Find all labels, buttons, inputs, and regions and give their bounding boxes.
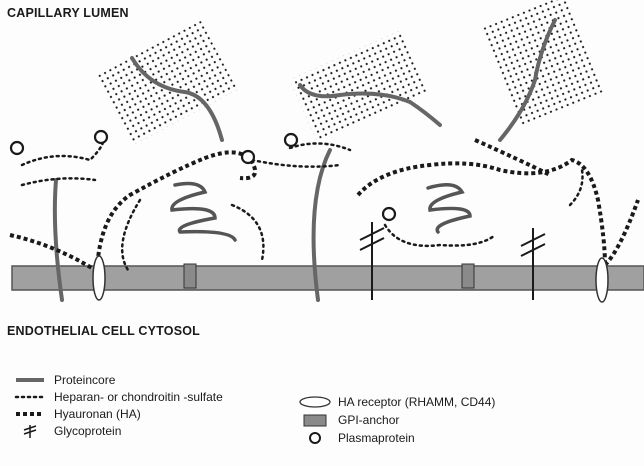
hyaluronan-4 <box>475 140 550 175</box>
plasmaprotein-3 <box>242 151 254 163</box>
hyaluronan-5 <box>605 200 638 265</box>
coil-1 <box>172 184 235 240</box>
plasmaprotein-2 <box>95 131 107 143</box>
legend-label-hyauronan: Hyauronan (HA) <box>54 407 141 421</box>
legend-item-glycoprotein: Glycoprotein <box>14 424 121 438</box>
ha-receptor-2 <box>596 258 608 302</box>
hyaluronan-1 <box>10 235 95 270</box>
legend-item-heparan: Heparan- or chondroitin -sulfate <box>14 390 223 404</box>
endothelial-cytosol-label: ENDOTHELIAL CELL CYTOSOL <box>7 324 200 338</box>
legend-label-ha-receptor: HA receptor (RHAMM, CD44) <box>338 395 495 409</box>
capillary-lumen-label: CAPILLARY LUMEN <box>7 6 129 20</box>
legend-label-glycoprotein: Glycoprotein <box>54 424 121 438</box>
plasmaprotein-1 <box>11 142 23 154</box>
gpi-anchor-icon <box>298 413 332 427</box>
legend-item-gpi-anchor: GPI-anchor <box>298 413 399 427</box>
legend-label-heparan: Heparan- or chondroitin -sulfate <box>54 390 223 404</box>
gpi-anchor-2 <box>462 264 474 288</box>
legend-label-gpi-anchor: GPI-anchor <box>338 413 399 427</box>
coiled-proteins <box>172 184 470 240</box>
ha-receptor-icon <box>298 395 332 409</box>
proteincore-swatch <box>14 373 48 387</box>
cell-membrane <box>12 266 644 290</box>
plasmaprotein-4 <box>285 134 297 146</box>
legend-item-plasmaprotein: Plasmaprotein <box>298 431 415 445</box>
heparan-swatch <box>14 390 48 404</box>
legend-label-plasmaprotein: Plasmaprotein <box>338 431 415 445</box>
heparan-sulfate-cluster-2 <box>289 30 428 142</box>
glycoprotein-icon <box>14 424 48 438</box>
gpi-anchor-1 <box>184 264 196 288</box>
ha-receptor-1 <box>93 256 105 300</box>
heparan-sulfate-cluster-3 <box>482 0 604 125</box>
heparan-sulfate-chains <box>22 135 583 270</box>
plasmaprotein-5 <box>383 208 395 220</box>
plasmaprotein-icon <box>298 431 332 445</box>
legend-label-proteincore: Proteincore <box>54 373 115 387</box>
hyauronan-swatch <box>14 407 48 421</box>
legend-item-hyauronan: Hyauronan (HA) <box>14 407 141 421</box>
plasma-proteins <box>11 131 395 220</box>
coil-2 <box>428 185 470 232</box>
legend-item-ha-receptor: HA receptor (RHAMM, CD44) <box>298 395 495 409</box>
legend-item-proteincore: Proteincore <box>14 373 115 387</box>
